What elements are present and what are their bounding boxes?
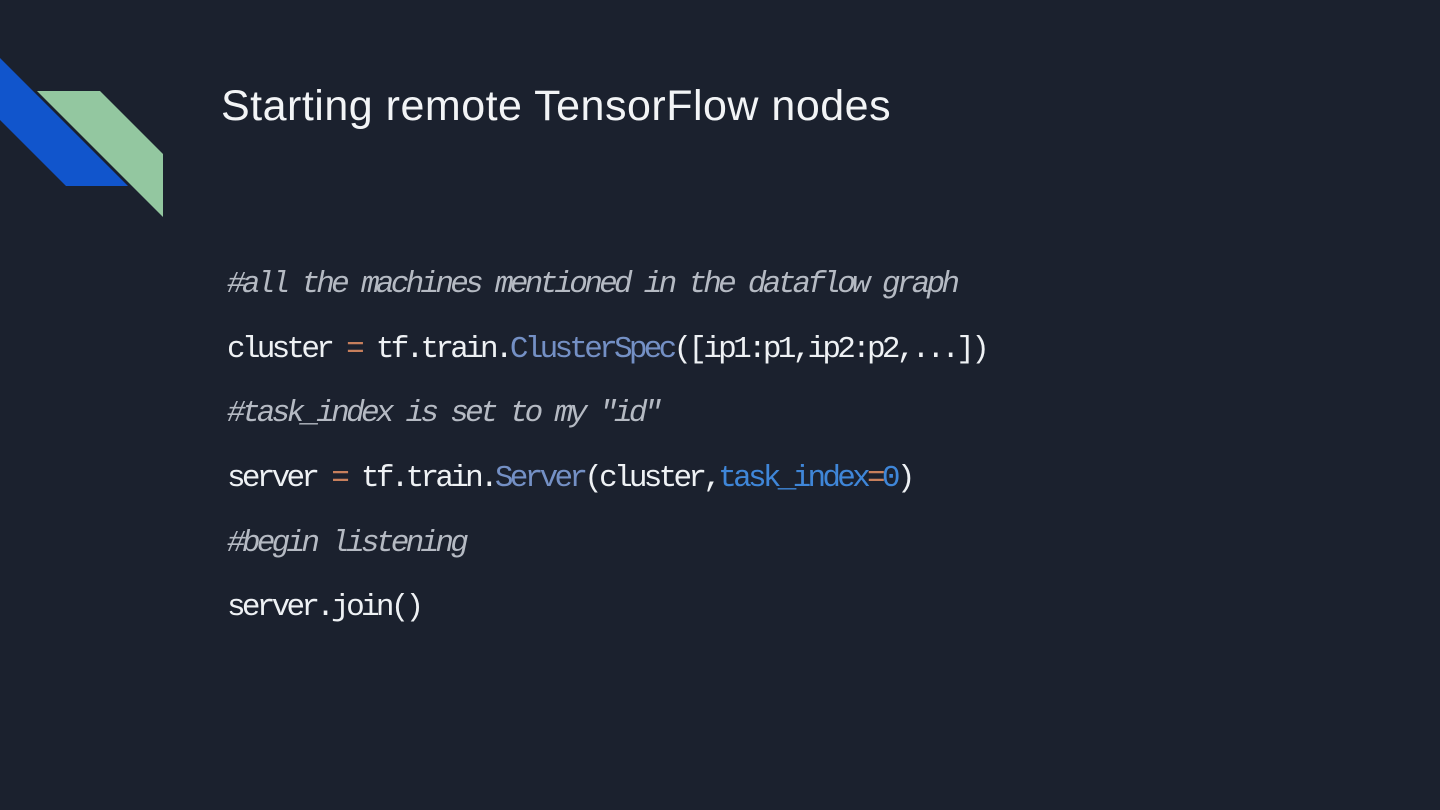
code-token-plain: ) bbox=[896, 461, 916, 497]
code-line: #begin listening bbox=[227, 512, 986, 577]
code-token-operator: = bbox=[867, 461, 886, 497]
code-token-comment: #all the machines mentioned in the dataf… bbox=[227, 267, 960, 302]
code-line: cluster = tf.train.ClusterSpec([ip1:p1,i… bbox=[227, 318, 990, 383]
code-token-plain: tf.train. bbox=[346, 461, 499, 497]
code-token-keyword_arg: task_index bbox=[718, 461, 871, 497]
code-token-plain: (cluster, bbox=[584, 461, 722, 497]
code-token-comment: #task_index is set to my "id" bbox=[227, 396, 662, 432]
code-token-classname: ClusterSpec bbox=[509, 331, 677, 367]
code-line: server.join() bbox=[227, 576, 986, 641]
code-line: server = tf.train.Server(cluster,task_in… bbox=[227, 447, 986, 512]
code-token-plain: ([ip1:p1,ip2:p2,...]) bbox=[673, 331, 990, 367]
code-token-classname: Server bbox=[494, 461, 588, 497]
green-ribbon-icon bbox=[37, 91, 163, 217]
code-token-number: 0 bbox=[881, 461, 901, 497]
slide-title: Starting remote TensorFlow nodes bbox=[221, 82, 892, 130]
code-token-operator: = bbox=[331, 461, 350, 497]
code-token-comment: #begin listening bbox=[227, 525, 469, 561]
code-token-plain: tf.train. bbox=[360, 331, 514, 367]
corner-ribbon-decoration bbox=[0, 58, 163, 217]
blue-ribbon-icon bbox=[0, 58, 128, 186]
code-token-operator: = bbox=[346, 331, 365, 367]
code-token-plain: server bbox=[227, 461, 332, 497]
code-line: #task_index is set to my "id" bbox=[227, 382, 986, 447]
code-token-plain: server.join() bbox=[227, 590, 424, 626]
code-token-plain: cluster bbox=[227, 331, 347, 367]
code-block: #all the machines mentioned in the dataf… bbox=[227, 253, 990, 641]
code-line: #all the machines mentioned in the dataf… bbox=[227, 253, 986, 318]
